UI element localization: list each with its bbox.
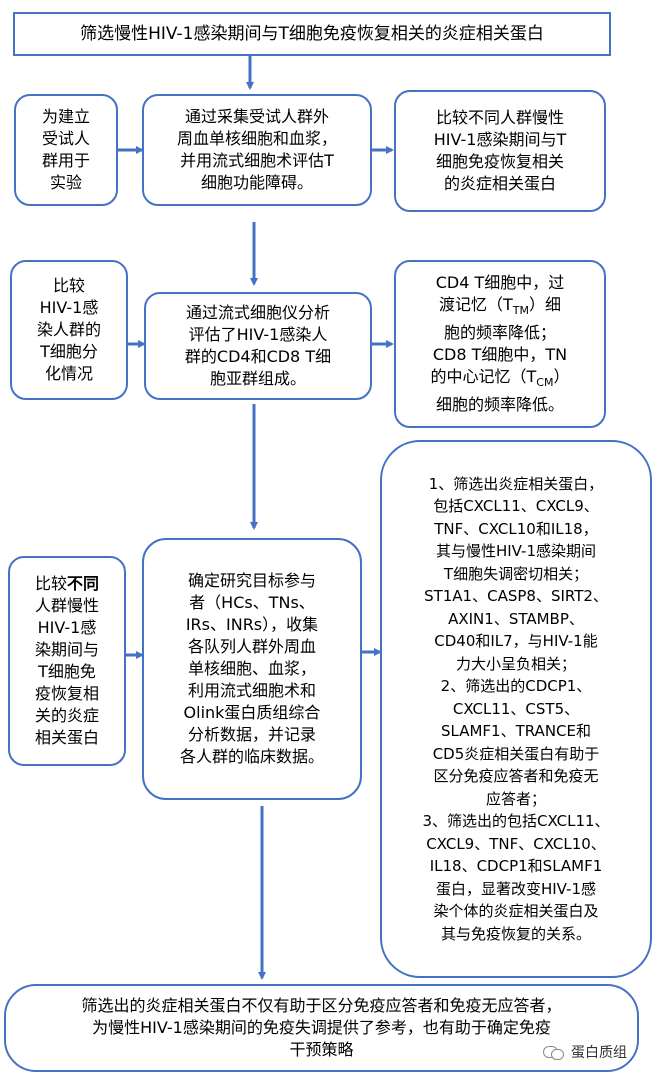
conclusion-box: 筛选出的炎症相关蛋白不仅有助于区分免疫应答者和免疫无应答者， 为慢性HIV-1感…: [4, 984, 639, 1072]
row2-right-line-6: 细胞的频率降低。: [435, 395, 564, 415]
tm-subscript: TM: [512, 304, 529, 317]
row2-right-line-3: 胞的频率降低；: [443, 323, 556, 342]
row1-middle-box: 通过采集受试人群外 周血单核细胞和血浆， 并用流式细胞术评估T 细胞功能障碍。: [142, 94, 372, 206]
row1-left-box: 为建立 受试人 群用于 实验: [14, 94, 118, 206]
row2-middle-box: 通过流式细胞仪分析 评估了HIV-1感染人 群的CD4和CD8 T细 胞亚群组成…: [144, 292, 372, 400]
row1-right-box: 比较不同人群慢性 HIV-1感染期间与T 细胞免疫恢复相关 的炎症相关蛋白: [394, 90, 606, 212]
row2-left-box: 比较 HIV-1感 染人群的 T细胞分 化情况: [10, 260, 128, 400]
row2-right-line-2: 渡记忆（TTM）细: [438, 294, 561, 317]
row2-right-line-1: CD4 T细胞中，过: [435, 272, 565, 292]
row3-right-box: 1、筛选出炎症相关蛋白， 包括CXCL11、CXCL9、 TNF、CXCL10和…: [380, 440, 652, 978]
row2-right-line-5: 的中心记忆（TCM）: [430, 367, 570, 390]
row3-middle-text: 确定研究目标参与 者（HCs、TNs、 IRs、INRs），收集 各队列人群外周…: [179, 571, 324, 766]
watermark: 蛋白质组: [543, 1042, 627, 1062]
row2-right-line-4: CD8 T细胞中，TN: [432, 345, 568, 364]
row3-left-bold: 不同: [67, 574, 100, 593]
row3-left-text: 比较不同 人群慢性 HIV-1感 染期间与 T细胞免 疫恢复相 关的炎症 相关蛋…: [34, 574, 100, 747]
wechat-icon: [543, 1044, 565, 1060]
row2-right-box: CD4 T细胞中，过 渡记忆（TTM）细 胞的频率降低； CD8 T细胞中，TN…: [394, 260, 606, 428]
watermark-text: 蛋白质组: [571, 1045, 627, 1061]
row1-left-text: 为建立 受试人 群用于 实验: [41, 107, 90, 192]
row3-middle-box: 确定研究目标参与 者（HCs、TNs、 IRs、INRs），收集 各队列人群外周…: [142, 538, 362, 800]
row2-middle-text: 通过流式细胞仪分析 评估了HIV-1感染人 群的CD4和CD8 T细 胞亚群组成…: [184, 303, 332, 388]
row1-middle-text: 通过采集受试人群外 周血单核细胞和血浆， 并用流式细胞术评估T 细胞功能障碍。: [176, 107, 337, 192]
row3-right-text: 1、筛选出炎症相关蛋白， 包括CXCL11、CXCL9、 TNF、CXCL10和…: [422, 474, 610, 943]
row2-left-text: 比较 HIV-1感 染人群的 T细胞分 化情况: [36, 276, 101, 383]
row3-left-box: 比较不同 人群慢性 HIV-1感 染期间与 T细胞免 疫恢复相 关的炎症 相关蛋…: [8, 556, 126, 766]
title-box: 筛选慢性HIV-1感染期间与T细胞免疫恢复相关的炎症相关蛋白: [13, 12, 611, 56]
title-text: 筛选慢性HIV-1感染期间与T细胞免疫恢复相关的炎症相关蛋白: [80, 24, 544, 44]
cm-subscript: CM: [536, 376, 554, 390]
row1-right-text: 比较不同人群慢性 HIV-1感染期间与T 细胞免疫恢复相关 的炎症相关蛋白: [433, 108, 567, 193]
conclusion-text: 筛选出的炎症相关蛋白不仅有助于区分免疫应答者和免疫无应答者， 为慢性HIV-1感…: [81, 996, 562, 1059]
